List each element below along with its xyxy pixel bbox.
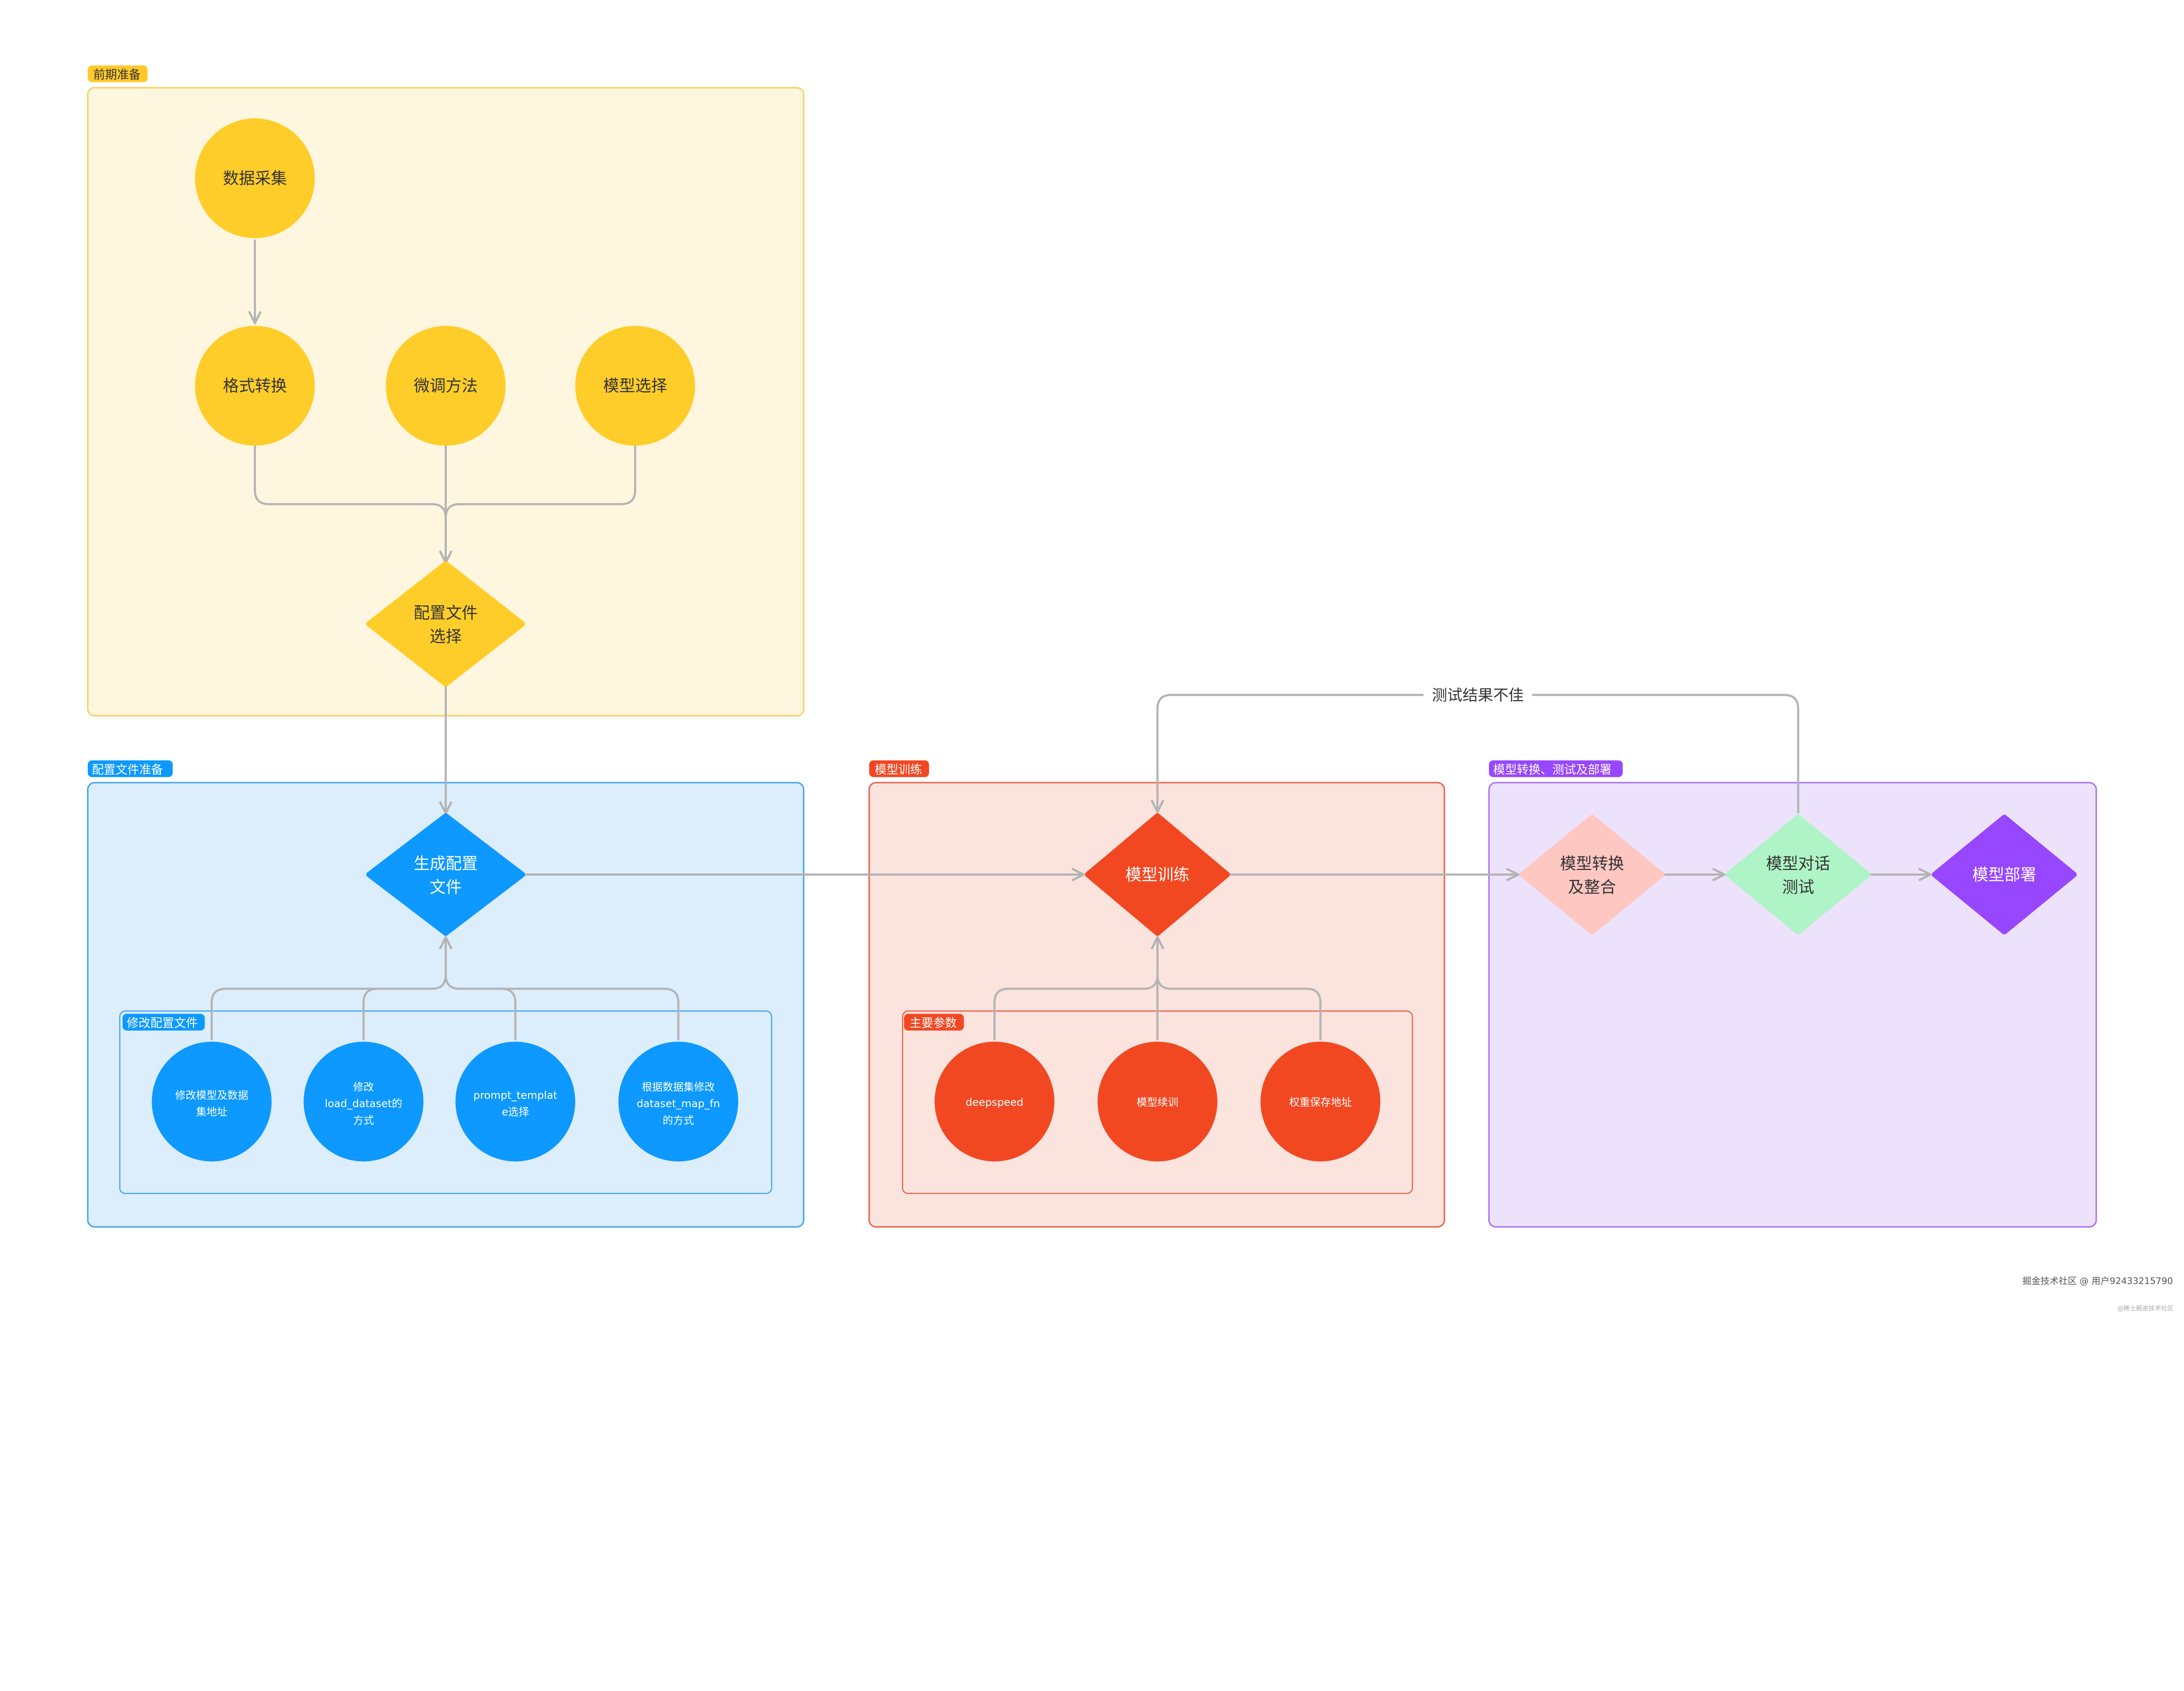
- feedback-label: 测试结果不佳: [1432, 687, 1524, 704]
- node-label: 模型转换: [1560, 854, 1624, 873]
- node-label: 集地址: [196, 1106, 228, 1118]
- node-label: 修改: [353, 1081, 374, 1093]
- node-deepspeed[interactable]: deepspeed: [934, 1042, 1054, 1162]
- flowchart: 前期准备 配置文件准备 修改配置文件 模型训练 主要参数 模型转换、测试及部署 …: [87, 65, 2174, 1312]
- node-model-select[interactable]: 模型选择: [575, 326, 695, 446]
- node-label: 数据采集: [223, 169, 287, 188]
- node-mod-load-dataset[interactable]: 修改 load_dataset的 方式: [304, 1042, 424, 1162]
- node-mod-path[interactable]: 修改模型及数据 集地址: [152, 1042, 272, 1162]
- group-label: 前期准备: [93, 68, 141, 82]
- node-dataset-map-fn[interactable]: 根据数据集修改 dataset_map_fn 的方式: [618, 1042, 739, 1162]
- node-resume[interactable]: 模型续训: [1097, 1042, 1217, 1162]
- connector: [445, 975, 680, 1041]
- node-prompt-template[interactable]: prompt_templat e选择: [455, 1042, 575, 1162]
- feedback-connector: [1158, 694, 1800, 813]
- node-gen-config[interactable]: 生成配置 文件: [366, 813, 525, 936]
- connector: [362, 987, 432, 1041]
- node-label: 格式转换: [223, 376, 287, 395]
- group-label: 模型训练: [875, 763, 922, 776]
- node-label: 模型选择: [603, 376, 667, 395]
- node-deploy[interactable]: 模型部署: [1932, 814, 2077, 935]
- connector: [1156, 975, 1322, 1041]
- node-label: e选择: [502, 1106, 529, 1118]
- node-method[interactable]: 微调方法: [386, 326, 506, 446]
- node-chat-test[interactable]: 模型对话 测试: [1725, 814, 1871, 935]
- node-merge[interactable]: 模型转换 及整合: [1519, 814, 1665, 935]
- node-label: 根据数据集修改: [642, 1081, 715, 1093]
- node-label: 模型训练: [1126, 865, 1190, 884]
- node-label: 模型续训: [1137, 1096, 1178, 1108]
- connector: [211, 937, 446, 1041]
- connector: [445, 445, 636, 518]
- node-label: load_dataset的: [325, 1097, 402, 1110]
- node-label: prompt_templat: [473, 1089, 557, 1101]
- node-label: deepspeed: [966, 1096, 1023, 1108]
- node-label: 及整合: [1568, 878, 1616, 897]
- node-label: 生成配置: [414, 854, 478, 873]
- node-label: 的方式: [663, 1114, 694, 1126]
- node-label: 文件: [430, 878, 462, 897]
- group-label: 模型转换、测试及部署: [1493, 763, 1611, 776]
- node-train[interactable]: 模型训练: [1085, 813, 1230, 936]
- node-label: 微调方法: [414, 376, 478, 395]
- node-collect[interactable]: 数据采集: [195, 118, 315, 238]
- node-label: 权重保存地址: [1289, 1096, 1351, 1108]
- node-label: 配置文件: [414, 604, 478, 622]
- connectors: [211, 239, 1931, 1041]
- node-config-select[interactable]: 配置文件 选择: [366, 561, 525, 687]
- group-label: 配置文件准备: [92, 763, 163, 776]
- node-label: 测试: [1782, 878, 1814, 897]
- watermark-site: @稀土掘金技术社区: [2117, 1305, 2174, 1312]
- inner-label: 修改配置文件: [127, 1017, 198, 1030]
- node-label: 模型对话: [1766, 854, 1830, 873]
- node-convert[interactable]: 格式转换: [195, 326, 315, 446]
- node-label: 修改模型及数据: [175, 1089, 248, 1101]
- inner-label: 主要参数: [909, 1017, 957, 1030]
- node-label: 模型部署: [1972, 865, 2036, 884]
- node-save-path[interactable]: 权重保存地址: [1260, 1042, 1381, 1162]
- node-label: 方式: [353, 1114, 374, 1126]
- node-label: 选择: [430, 627, 462, 646]
- node-label: dataset_map_fn: [636, 1097, 720, 1110]
- watermark-author: 掘金技术社区 @ 用户92433215790: [2022, 1276, 2173, 1286]
